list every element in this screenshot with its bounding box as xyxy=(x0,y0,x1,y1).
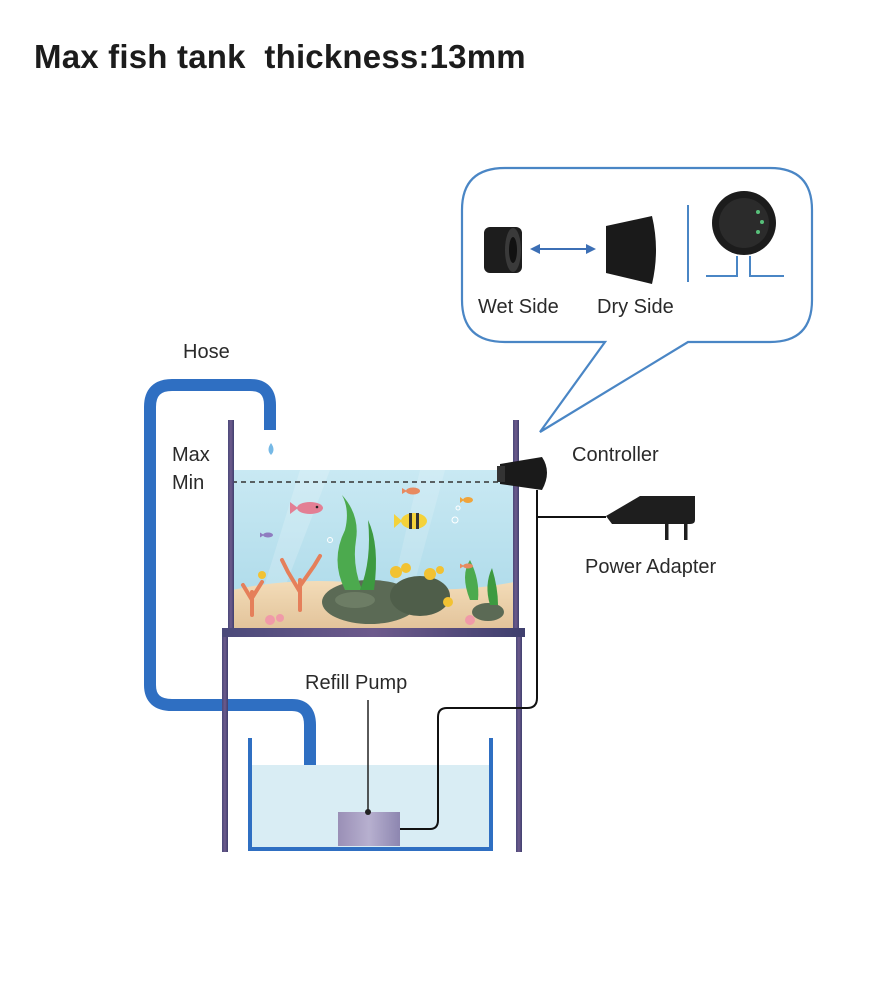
controller-device-icon xyxy=(497,457,547,490)
power-adapter-icon xyxy=(606,496,695,540)
controller-front-icon xyxy=(706,191,784,277)
stand-legs xyxy=(222,637,522,852)
seaweed xyxy=(337,495,498,605)
rocks xyxy=(322,576,504,624)
refill-pump-label: Refill Pump xyxy=(305,672,408,694)
pump-cable xyxy=(400,490,538,830)
wet-side-label: Wet Side xyxy=(478,296,559,318)
reservoir xyxy=(248,738,493,851)
power-adapter-label: Power Adapter xyxy=(585,556,717,578)
controller-label: Controller xyxy=(572,444,659,466)
pink-coral xyxy=(265,614,475,625)
water-drop-icon xyxy=(268,443,274,455)
max-label: Max xyxy=(172,444,210,466)
bubbles xyxy=(327,505,461,543)
double-arrow-icon xyxy=(530,244,596,254)
dry-side-sensor-icon xyxy=(606,216,656,284)
diagram-title: Max fish tank thickness:13mm xyxy=(34,38,526,75)
fish-icons xyxy=(260,487,473,569)
hose-label: Hose xyxy=(183,341,230,363)
wet-side-sensor-icon xyxy=(484,227,522,273)
yellow-coral xyxy=(258,563,453,607)
coral xyxy=(241,554,322,617)
tank-frame xyxy=(222,420,525,637)
dry-side-label: Dry Side xyxy=(597,296,674,318)
hose xyxy=(144,379,316,810)
refill-pump xyxy=(338,812,400,846)
min-label: Min xyxy=(172,472,205,494)
